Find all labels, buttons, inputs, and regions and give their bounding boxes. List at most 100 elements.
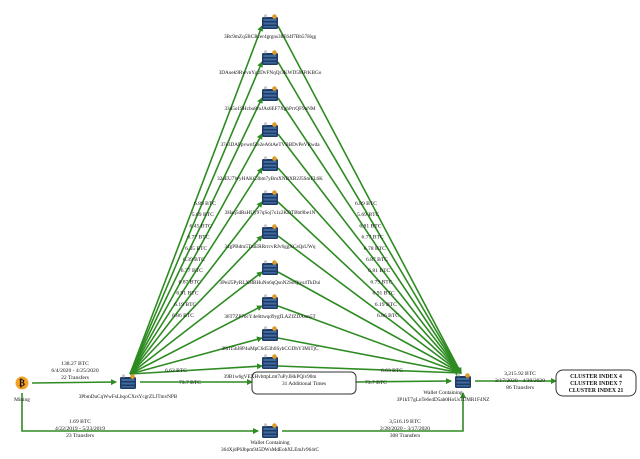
edge-dates: 2/28/2020 - 3/17/2020: [380, 426, 430, 432]
intermediate-wallet-icon[interactable]: [262, 354, 278, 369]
right-amount-label: 6.77 BTC: [362, 235, 384, 241]
intermediate-wallet-icon[interactable]: [262, 122, 278, 137]
edge-source-to-intermediate: [129, 25, 264, 375]
bottom-wallet-icon[interactable]: [262, 423, 278, 438]
left-amount-label: 6.77 BTC: [181, 268, 203, 274]
edge-intermediate-to-sink: [277, 305, 462, 375]
right-amount-label: 6.78 BTC: [364, 246, 386, 252]
sink-address: 3P1kT7gLnTe6e4D5ab0HoUs1UMR1F4NZ: [397, 397, 490, 403]
edge-intermediate-to-sink: [277, 133, 462, 374]
intermediate-address: 33d5o1SHcbu8ruJAs6EF7XghPrrQF9nNM: [224, 106, 315, 112]
edge-dates: 3/17/2020 - 4/30/2020: [495, 378, 545, 384]
edge-amount: 3,516.19 BTC: [389, 419, 421, 425]
edge-source-to-intermediate: [129, 133, 263, 375]
additional-times-label: 31 Additional Times: [282, 381, 326, 387]
cluster-index-label: CLUSTER INDEX 21: [569, 388, 624, 394]
edge-source-to-intermediate: [129, 167, 263, 375]
intermediate-wallet-icon[interactable]: [262, 50, 278, 65]
edge-additional-to-sink: [355, 378, 452, 385]
edge-transfer-count: 23 Transfers: [66, 432, 94, 439]
intermediate-address: 38t1t5hJ8P4uMpC6d53h6SybCGDhY3MiTjC: [222, 346, 319, 352]
edge-amount: 3,215.92 BTC: [504, 371, 536, 377]
intermediate-wallet-icon[interactable]: [262, 294, 278, 309]
edge-source-to-intermediate: [129, 201, 263, 375]
left-amount-label: 6.91 BTC: [176, 291, 198, 297]
source-wallet-icon[interactable]: [120, 374, 136, 389]
source-address: 3PbmDuCqWwFsLbqoCXrsYcgrZLJTmvNPB: [79, 394, 178, 400]
edge-amount: 1.69 BTC: [69, 419, 91, 425]
mining-label: Mining: [14, 397, 30, 403]
intermediate-wallet-icon[interactable]: [262, 224, 278, 239]
edge-transfer-count: 22 Transfers: [61, 374, 89, 381]
right-amount-label: 6.86 BTC: [377, 313, 399, 319]
edge-amount: 73.7 BTC: [365, 380, 387, 386]
intermediate-wallet-icon[interactable]: [262, 260, 278, 275]
cluster-index-box[interactable]: [555, 369, 637, 397]
right-amount-label: 6.63 BTC: [381, 368, 403, 374]
intermediate-address: 36T7ZP7ocY4e6ttwqd9ygfLAZfZDAsm5T: [224, 313, 316, 320]
left-amount-label: 6.86 BTC: [172, 313, 194, 319]
edge-source-to-intermediate: [129, 235, 263, 375]
edge-intermediate-to-sink: [277, 25, 462, 374]
intermediate-address: 3Haq5dRsHUy97qSoj7s1z2KDTBbt9be1N: [225, 210, 316, 216]
intermediate-address: 39B1w6gVEXHvbttpLmt7uPyJHkPQiv90m: [224, 374, 317, 380]
right-amount-label: 6.79 BTC: [370, 279, 392, 285]
cluster-index-label: CLUSTER INDEX 4: [570, 374, 622, 380]
left-amount-label: 6.63 BTC: [165, 368, 187, 374]
edge-intermediate-to-sink: [277, 271, 462, 374]
edge-source-to-intermediate: [129, 61, 263, 375]
edge-mining-to-source: [31, 379, 117, 386]
left-amount-label: 6.89 BTC: [194, 201, 216, 207]
intermediate-address: 3PeiJ5PyRLXHBHuNn6qQsnN2SnQiys4TkDui: [220, 280, 321, 286]
additional-times-box[interactable]: [251, 371, 357, 395]
intermediate-wallet-icon[interactable]: [262, 326, 278, 341]
edge-intermediate-to-sink: [277, 61, 462, 374]
edge-source-to-intermediate: [129, 336, 263, 375]
edge-amount: 73.7 BTC: [179, 380, 201, 386]
bottom-wallet-title: Wallet Containing: [250, 440, 290, 446]
edge-intermediate-to-sink: [277, 201, 462, 374]
edge-source-to-intermediate: [129, 97, 263, 375]
intermediate-wallet-icon[interactable]: [262, 156, 278, 171]
intermediate-wallet-icon[interactable]: [262, 14, 278, 29]
edge-intermediate-to-sink: [277, 337, 462, 376]
left-amount-label: 6.77 BTC: [187, 235, 209, 241]
left-amount-label: 6.45 BTC: [190, 223, 212, 229]
bottom-wallet-address: 364XjdP6Jbpm945DWsMdEobXLEmJv964rC: [221, 447, 320, 453]
edge-source-to-intermediate: [129, 363, 263, 375]
intermediate-address: 37e3DAFpvwnfZe2eA6tAeTVBBDvPeVRwda: [220, 141, 320, 148]
sink-wallet-icon[interactable]: [455, 373, 471, 388]
edge-transfer-count: 86 Transfers: [506, 384, 534, 391]
edge-intermediate-to-sink: [277, 167, 462, 374]
right-amount-label: 5.69 BTC: [357, 212, 379, 218]
edge-dates: 6/4/2020 - 4/25/2020: [51, 368, 98, 374]
edge-mining-to-bottom-wallet: [21, 393, 259, 434]
intermediate-address: 3DAoek9RwvnYg2DvFNqQr3KWD5MFtKBGo: [219, 70, 322, 76]
cluster-index-label: CLUSTER INDEX 7: [570, 381, 622, 387]
edge-source-to-intermediate: [129, 271, 263, 375]
right-amount-label: 6.81 BTC: [359, 223, 381, 229]
intermediate-wallet-icon[interactable]: [262, 86, 278, 101]
svg-text:₿: ₿: [19, 378, 25, 388]
intermediate-wallet-icon[interactable]: [262, 190, 278, 205]
edge-transfer-count: 308 Transfers: [390, 432, 421, 439]
intermediate-address: 3Bc9mZq5BCRcer4grgns38E64f7Bb57Hqg: [224, 33, 317, 40]
right-amount-label: 6.19 BTC: [375, 302, 397, 308]
edge-source-to-intermediate: [129, 305, 263, 375]
sink-title: Wallet Containing: [423, 390, 463, 396]
right-amount-label: 6.91 BTC: [373, 291, 395, 297]
left-amount-label: 6.35 BTC: [185, 246, 207, 252]
left-amount-label: 6.39 BTC: [183, 257, 205, 263]
bitcoin-icon[interactable]: ₿: [15, 376, 29, 390]
right-amount-label: 6.87 BTC: [366, 257, 388, 263]
right-amount-label: 6.81 BTC: [368, 268, 390, 274]
edge-bottom-wallet-to-sink: [282, 392, 466, 432]
edge-intermediate-to-sink: [277, 97, 462, 374]
left-amount-label: 5.69 BTC: [192, 212, 214, 218]
right-amount-label: 6.89 BTC: [355, 201, 377, 207]
edge-amount: 138.27 BTC: [61, 361, 89, 367]
intermediate-address: 34gPBdm5TtuERRrrcvRJv6ggXCsQsUWq: [224, 244, 315, 250]
edge-dates: 4/22/2019 - 5/23/2019: [55, 426, 105, 432]
